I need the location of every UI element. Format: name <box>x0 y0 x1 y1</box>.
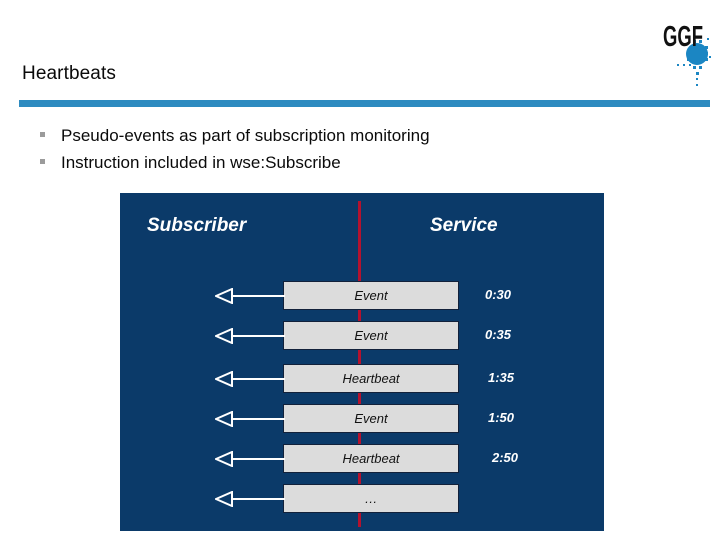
logo-wordmark: GGF <box>663 21 703 53</box>
message-arrow-left-icon <box>215 451 285 467</box>
column-header-subscriber: Subscriber <box>147 215 247 236</box>
bullet-list: Pseudo-events as part of subscription mo… <box>26 126 666 180</box>
message-box: Heartbeat <box>283 364 459 393</box>
message-arrow-left-icon <box>215 288 285 304</box>
page-title: Heartbeats <box>22 63 116 84</box>
message-timestamp: 1:50 <box>488 410 515 425</box>
bullet-text: Instruction included in wse:Subscribe <box>61 153 341 172</box>
bullet-square-icon <box>40 132 45 137</box>
message-arrow-left-icon <box>215 491 285 507</box>
message-box: … <box>283 484 459 513</box>
message-row: Event 1:50 <box>120 404 604 434</box>
ggf-logo: GGF <box>663 18 715 90</box>
message-row: Heartbeat 1:35 <box>120 364 604 394</box>
bullet-text: Pseudo-events as part of subscription mo… <box>61 126 430 145</box>
message-timestamp: 0:30 <box>485 287 512 302</box>
message-arrow-left-icon <box>215 371 285 387</box>
message-arrow-left-icon <box>215 328 285 344</box>
message-row: Event 0:35 <box>120 321 604 351</box>
message-row: Heartbeat 2:50 <box>120 444 604 474</box>
list-item: Instruction included in wse:Subscribe <box>26 153 666 180</box>
message-timestamp: 0:35 <box>485 327 512 342</box>
column-header-service: Service <box>430 215 498 236</box>
title-accent-rule <box>19 100 710 107</box>
message-box: Event <box>283 281 459 310</box>
message-row: Event 0:30 <box>120 281 604 311</box>
message-arrow-left-icon <box>215 411 285 427</box>
message-timestamp: 1:35 <box>488 370 515 385</box>
bullet-square-icon <box>40 159 45 164</box>
message-box: Event <box>283 404 459 433</box>
message-timestamp: 2:50 <box>492 450 519 465</box>
list-item: Pseudo-events as part of subscription mo… <box>26 126 666 153</box>
message-box: Heartbeat <box>283 444 459 473</box>
sequence-diagram: Subscriber Service Event 0:30 Event 0:35 <box>120 193 604 531</box>
message-box: Event <box>283 321 459 350</box>
message-row: … <box>120 484 604 514</box>
